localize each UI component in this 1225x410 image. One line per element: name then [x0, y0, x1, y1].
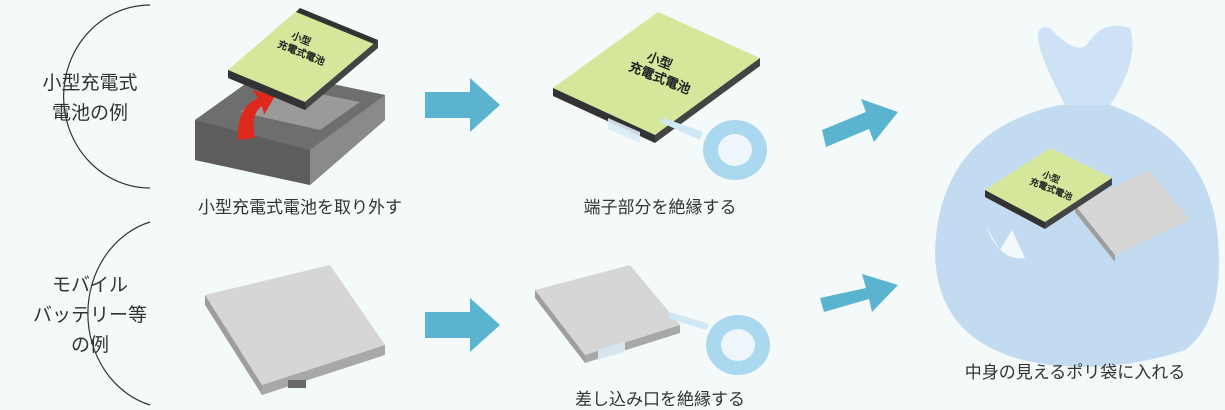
tape-roll-icon-2: [668, 312, 770, 375]
bagged-battery-illustration: [985, 148, 1112, 229]
taped-battery-illustration: [553, 12, 760, 143]
taped-mobile-battery-illustration: [535, 265, 680, 363]
row2-title-line-3: の例: [70, 334, 109, 356]
clear-bag-illustration: [935, 25, 1220, 367]
caption-insulate-terminals: 端子部分を絶縁する: [583, 198, 737, 218]
row1-title-line-2: 電池の例: [51, 102, 128, 124]
arrow-row2-step1: [425, 298, 500, 352]
row2-title-arc: [87, 221, 151, 406]
caption-insulate-port: 差し込み口を絶縁する: [575, 390, 745, 410]
row2-title-line-1: モバイル: [51, 274, 128, 296]
mobile-battery-illustration: [205, 265, 385, 395]
tape-roll-icon: [660, 118, 767, 180]
row2-title-line-2: バッテリー等: [32, 304, 147, 326]
row1-title-line-1: 小型充電式: [42, 72, 138, 94]
row1-title-arc: [63, 4, 151, 189]
arrow-row2-to-bag: [820, 274, 898, 312]
row2-title: モバイル バッテリー等 の例: [20, 270, 160, 360]
arrow-row1-to-bag: [822, 99, 898, 147]
removal-arrow-icon: [237, 90, 275, 140]
caption-remove-battery: 小型充電式電池を取り外す: [198, 198, 402, 218]
arrow-row1-step1: [425, 78, 500, 132]
caption-put-in-clear-bag: 中身の見えるポリ袋に入れる: [964, 363, 1186, 383]
row1-title: 小型充電式 電池の例: [20, 68, 160, 128]
removed-battery-illustration: [228, 8, 378, 110]
phone-body-illustration: [195, 70, 385, 185]
bagged-mobile-battery-illustration: [1075, 170, 1190, 262]
